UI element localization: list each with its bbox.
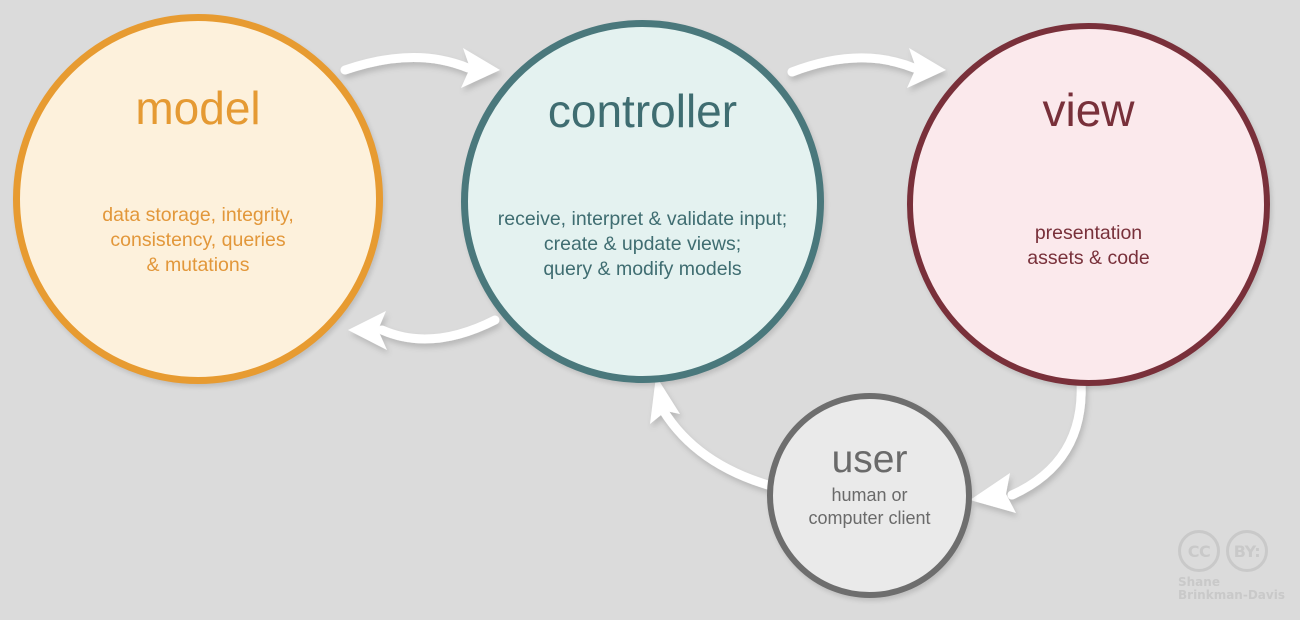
cc-by-icon: BY:	[1226, 530, 1268, 572]
node-view-description: presentation assets & code	[1027, 222, 1150, 269]
node-controller-title: controller	[547, 85, 738, 137]
arrow-user-to-controller	[650, 376, 792, 495]
creative-commons-attribution: CC BY: Shane Brinkman-Davis	[1178, 530, 1290, 608]
arrow-model-to-controller	[340, 48, 500, 88]
node-user-description: human or computer client	[808, 485, 931, 529]
cc-marks: CC BY:	[1178, 530, 1290, 572]
arrow-controller-to-view	[787, 48, 946, 88]
arrow-controller-to-model	[348, 311, 500, 350]
node-view-title: view	[1042, 84, 1135, 136]
node-view[interactable]: view presentation assets & code	[907, 23, 1270, 386]
attribution-credit: Shane Brinkman-Davis	[1178, 575, 1285, 603]
arrow-view-to-user	[970, 377, 1086, 513]
node-model-description: data storage, integrity, consistency, qu…	[102, 204, 294, 276]
node-model[interactable]: model data storage, integrity, consisten…	[13, 14, 383, 384]
node-controller-description: receive, interpret & validate input; cre…	[497, 208, 788, 280]
creative-commons-icon: CC	[1178, 530, 1220, 572]
node-model-title: model	[135, 82, 261, 134]
node-user[interactable]: user human or computer client	[767, 393, 972, 598]
node-user-title: user	[831, 438, 908, 481]
node-controller[interactable]: controller receive, interpret & validate…	[461, 20, 824, 383]
